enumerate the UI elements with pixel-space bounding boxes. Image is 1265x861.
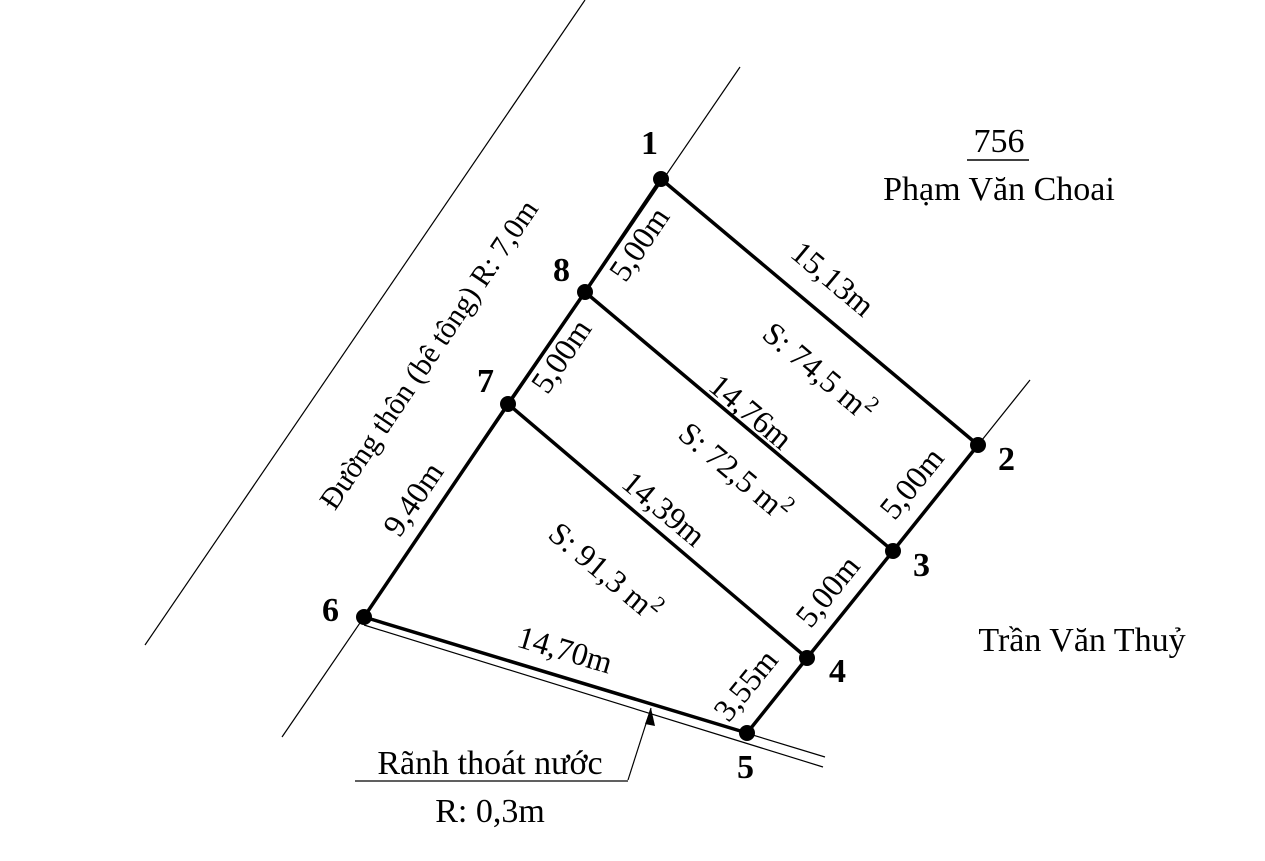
vertex-7 [500, 396, 516, 412]
point-labels: 1 2 3 4 5 6 7 8 [322, 125, 1015, 786]
edge-3-4 [805, 549, 895, 660]
point-label-2: 2 [998, 441, 1015, 478]
point-label-5: 5 [737, 749, 754, 786]
edge-6-7 [362, 402, 510, 619]
dim-8-1: 5,00m [601, 200, 676, 287]
point-label-8: 8 [553, 252, 570, 289]
drain-width: R: 0,3m [435, 793, 545, 830]
dim-7-8: 5,00m [523, 312, 598, 399]
dim-4-5: 3,55m [706, 642, 785, 728]
drain-callout: Rãnh thoát nước R: 0,3m [355, 707, 655, 830]
vertex-2 [970, 437, 986, 453]
vertex-8 [577, 284, 593, 300]
vertex-5 [739, 725, 755, 741]
vertex-4 [799, 650, 815, 666]
point-label-6: 6 [322, 592, 339, 629]
edge-2-3 [891, 443, 980, 553]
dim-1-2: 15,13m [784, 234, 881, 324]
neighbor-boundary-line [977, 379, 1031, 446]
point-label-1: 1 [641, 125, 658, 162]
vertex-1 [653, 171, 669, 187]
drain-line-lower [363, 624, 824, 768]
edge-7-8 [506, 290, 587, 406]
parcel-boundaries [362, 177, 980, 735]
vertex-3 [885, 543, 901, 559]
edge-5-6 [362, 615, 749, 735]
drain-leader-arrow [645, 708, 655, 726]
point-label-4: 4 [829, 653, 846, 690]
road-line-outer [144, 0, 586, 646]
edge-4-5 [745, 656, 809, 735]
point-label-3: 3 [913, 547, 930, 584]
dim-6-7: 9,40m [375, 455, 450, 542]
dim-3-4: 5,00m [788, 548, 867, 634]
edge-8-1 [583, 177, 663, 294]
drain-label: Rãnh thoát nước [377, 745, 602, 782]
parcel-number: 756 [974, 123, 1025, 160]
edge-1-2 [659, 177, 980, 447]
vertex-6 [356, 609, 372, 625]
edge-7-4 [506, 402, 809, 660]
east-owner-name: Trần Văn Thuỷ [978, 622, 1185, 659]
area-label-3: S: 91,3 m2 [542, 511, 671, 628]
vertices [356, 171, 986, 741]
dim-6-5: 14,70m [514, 618, 617, 680]
dim-2-3: 5,00m [872, 440, 951, 526]
edge-8-3 [583, 290, 895, 553]
point-label-7: 7 [477, 363, 494, 400]
north-owner-name: Phạm Văn Choai [883, 171, 1115, 208]
neighbor-labels: 756 Phạm Văn Choai Trần Văn Thuỷ [883, 123, 1185, 659]
